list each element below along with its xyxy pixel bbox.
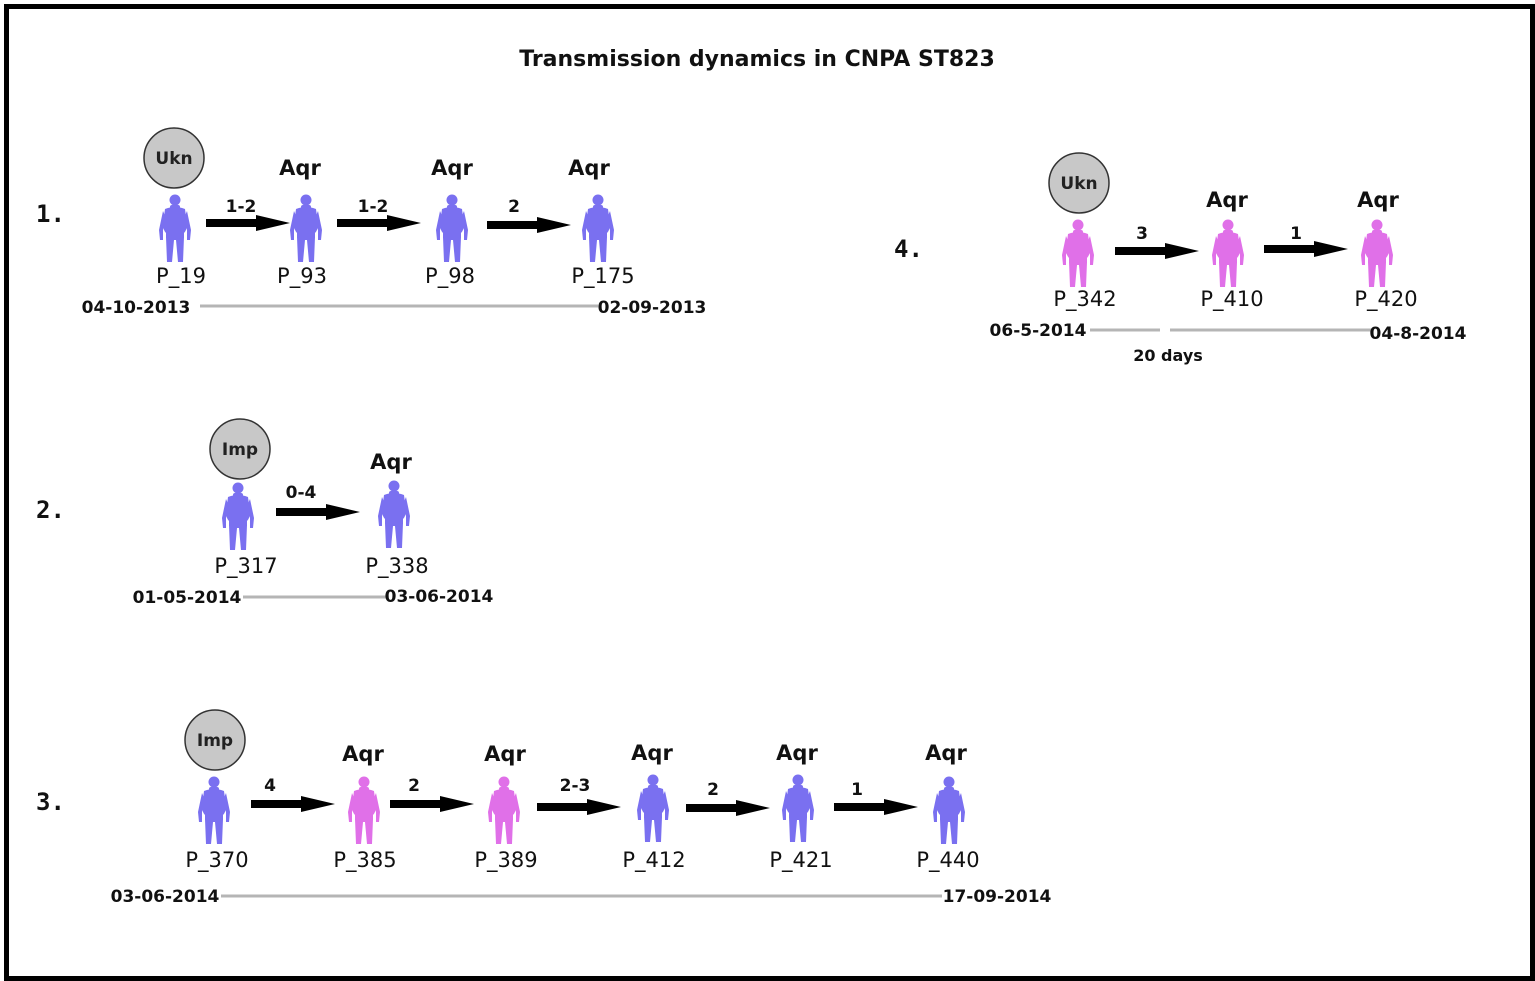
arrow-icon (1115, 243, 1199, 259)
link-label: 2-3 (560, 776, 591, 796)
arrow-icon (206, 215, 290, 231)
person-icon (222, 482, 254, 550)
chain-1: 1. Ukn Aqr Aqr Aqr P_19 P_93 P_98 P_175 … (36, 127, 707, 318)
end-date: 17-09-2014 (943, 887, 1052, 907)
link-label: 0-4 (286, 483, 317, 503)
source-label: Ukn (155, 149, 192, 169)
source-circle (184, 709, 246, 771)
person-icon (1361, 219, 1393, 287)
person-icon (436, 194, 468, 262)
patient-id: P_342 (1053, 287, 1116, 312)
person-icon (782, 774, 814, 842)
arrow-icon (390, 796, 474, 812)
person-icon (933, 776, 965, 844)
person-icon (159, 194, 191, 262)
end-date: 02-09-2013 (598, 298, 707, 318)
start-date: 06-5-2014 (990, 321, 1087, 341)
status-label: Aqr (568, 156, 610, 180)
link-label: 2 (707, 780, 719, 800)
patient-id: P_93 (277, 264, 327, 289)
chain-number: 2. (36, 496, 65, 524)
patient-id: P_440 (916, 848, 979, 873)
link-label: 1 (851, 780, 863, 800)
person-icon (348, 776, 380, 844)
patient-id: P_385 (333, 848, 396, 873)
link-label: 1-2 (358, 197, 389, 217)
arrow-icon (834, 799, 918, 815)
status-label: Aqr (631, 741, 673, 765)
chain-number: 4. (894, 235, 923, 263)
arrow-icon (251, 796, 335, 812)
link-label: 2 (408, 776, 420, 796)
patient-id: P_175 (571, 264, 634, 289)
patient-id: P_19 (156, 264, 206, 289)
patient-id: P_421 (769, 848, 832, 873)
person-icon (1062, 219, 1094, 287)
patient-id: P_412 (622, 848, 685, 873)
arrow-icon (337, 215, 421, 231)
start-date: 04-10-2013 (82, 298, 191, 318)
arrow-icon (686, 800, 770, 816)
patient-id: P_317 (214, 554, 277, 579)
chain-number: 1. (36, 200, 65, 228)
link-label: 4 (264, 776, 276, 796)
person-icon (198, 776, 230, 844)
chain-2: 2. Imp Aqr P_317 P_338 0-4 01-05-2014 03… (36, 418, 494, 608)
status-label: Aqr (370, 450, 412, 474)
status-label: Aqr (1357, 188, 1399, 212)
status-label: Aqr (1206, 188, 1248, 212)
patient-id: P_338 (365, 554, 428, 579)
patient-id: P_389 (474, 848, 537, 873)
arrow-icon (1264, 241, 1348, 257)
arrow-icon (276, 504, 360, 520)
source-label: Imp (197, 731, 233, 751)
link-label: 2 (508, 197, 520, 217)
chain-number: 3. (36, 788, 65, 816)
figure-frame (4, 4, 1535, 981)
person-icon (290, 194, 322, 262)
patient-id: P_410 (1200, 287, 1263, 312)
link-label: 1 (1290, 224, 1302, 244)
end-date: 03-06-2014 (385, 587, 494, 607)
person-icon (488, 776, 520, 844)
status-label: Aqr (431, 156, 473, 180)
status-label: Aqr (279, 156, 321, 180)
status-label: Aqr (776, 741, 818, 765)
patient-id: P_98 (425, 264, 475, 289)
person-icon (582, 194, 614, 262)
status-label: Aqr (342, 742, 384, 766)
status-label: Aqr (925, 741, 967, 765)
chain-4: 4. Ukn Aqr Aqr P_342 P_410 P_420 3 1 06-… (894, 152, 1467, 365)
patient-id: P_370 (185, 848, 248, 873)
person-icon (378, 480, 410, 548)
end-date: 04-8-2014 (1370, 324, 1467, 344)
status-label: Aqr (484, 742, 526, 766)
patient-id: P_420 (1354, 287, 1417, 312)
start-date: 01-05-2014 (133, 588, 242, 608)
link-label: 1-2 (226, 197, 257, 217)
source-circle (1048, 152, 1110, 214)
person-icon (1212, 219, 1244, 287)
arrow-icon (487, 217, 571, 233)
gap-duration: 20 days (1133, 346, 1203, 365)
diagram-title: Transmission dynamics in CNPA ST823 (519, 47, 995, 72)
person-icon (637, 774, 669, 842)
chain-3: 3. Imp Aqr Aqr Aqr Aqr Aqr P_370 P_385 P… (36, 709, 1052, 907)
arrow-icon (537, 799, 621, 815)
link-label: 3 (1136, 224, 1148, 244)
source-label: Ukn (1060, 174, 1097, 194)
source-circle (143, 127, 205, 189)
source-circle (209, 418, 271, 480)
source-label: Imp (222, 440, 258, 460)
start-date: 03-06-2014 (111, 887, 220, 907)
